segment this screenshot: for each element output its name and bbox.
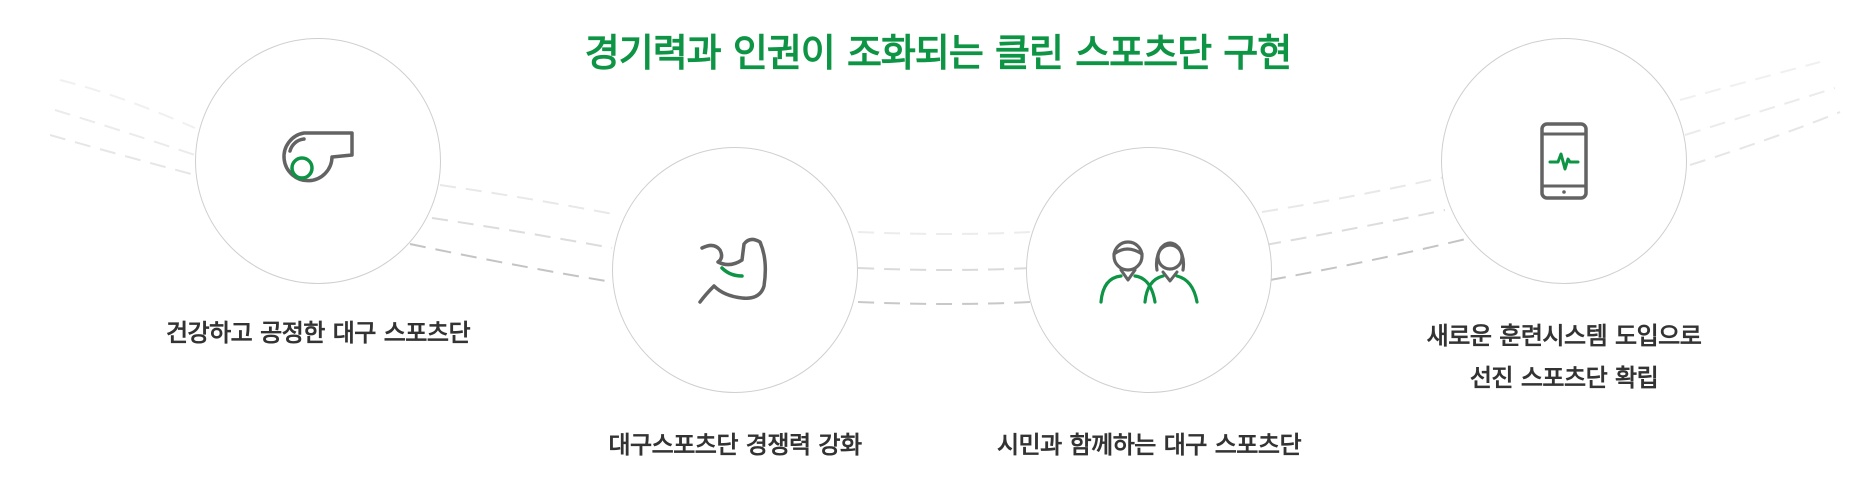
feature-circle	[195, 38, 441, 284]
feature-label: 시민과 함께하는 대구 스포츠단	[919, 424, 1379, 466]
feature-label-line: 대구스포츠단 경쟁력 강화	[608, 431, 862, 459]
feature-label-line: 시민과 함께하는 대구 스포츠단	[996, 431, 1302, 459]
feature-label: 건강하고 공정한 대구 스포츠단	[88, 312, 548, 354]
feature-circle	[612, 147, 858, 393]
page-title: 경기력과 인권이 조화되는 클린 스포츠단 구현	[584, 31, 1292, 75]
feature-circle	[1026, 147, 1272, 393]
feature-label-line: 건강하고 공정한 대구 스포츠단	[165, 319, 471, 347]
feature-label: 새로운 훈련시스템 도입으로 선진 스포츠단 확립	[1334, 315, 1794, 399]
feature-label: 대구스포츠단 경쟁력 강화	[505, 424, 965, 466]
feature-circle	[1441, 38, 1687, 284]
feature-label-line: 새로운 훈련시스템 도입으로	[1426, 322, 1702, 350]
feature-label-line: 선진 스포츠단 확립	[1469, 364, 1659, 392]
